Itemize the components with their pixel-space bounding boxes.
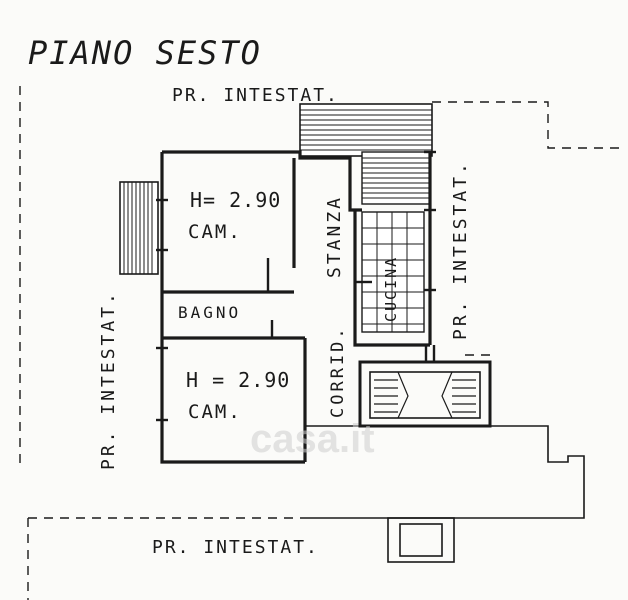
plan-title: PIANO SESTO — [28, 34, 262, 72]
room-label-corrid: CORRID. — [328, 325, 348, 418]
apartment-walls — [160, 150, 432, 464]
watermark-text: casa.it — [250, 417, 375, 461]
door-jambs — [156, 150, 436, 422]
top-balcony — [299, 103, 433, 157]
room-label-cam-top-height: H= 2.90 — [190, 188, 281, 212]
boundary-label-left: PR. INTESTAT. — [98, 290, 119, 470]
room-label-cucina: CUCINA — [382, 256, 400, 322]
boundary-label-bottom: PR. INTESTAT. — [152, 537, 319, 558]
room-label-cam-bottom-height: H = 2.90 — [186, 368, 290, 392]
left-balcony — [119, 181, 159, 275]
kitchen-tile-grid — [361, 211, 425, 333]
room-label-bagno: BAGNO — [178, 303, 241, 322]
room-label-cam-top: CAM. — [188, 221, 242, 243]
room-label-cam-bottom: CAM. — [188, 401, 242, 423]
service-strip — [361, 151, 431, 205]
boundary-label-top: PR. INTESTAT. — [172, 85, 339, 106]
property-boundary-dashed — [19, 86, 622, 600]
lower-terrace — [305, 425, 585, 563]
boundary-label-right: PR. INTESTAT. — [450, 160, 471, 340]
stairwell — [358, 360, 492, 428]
room-label-stanza: STANZA — [324, 195, 345, 278]
